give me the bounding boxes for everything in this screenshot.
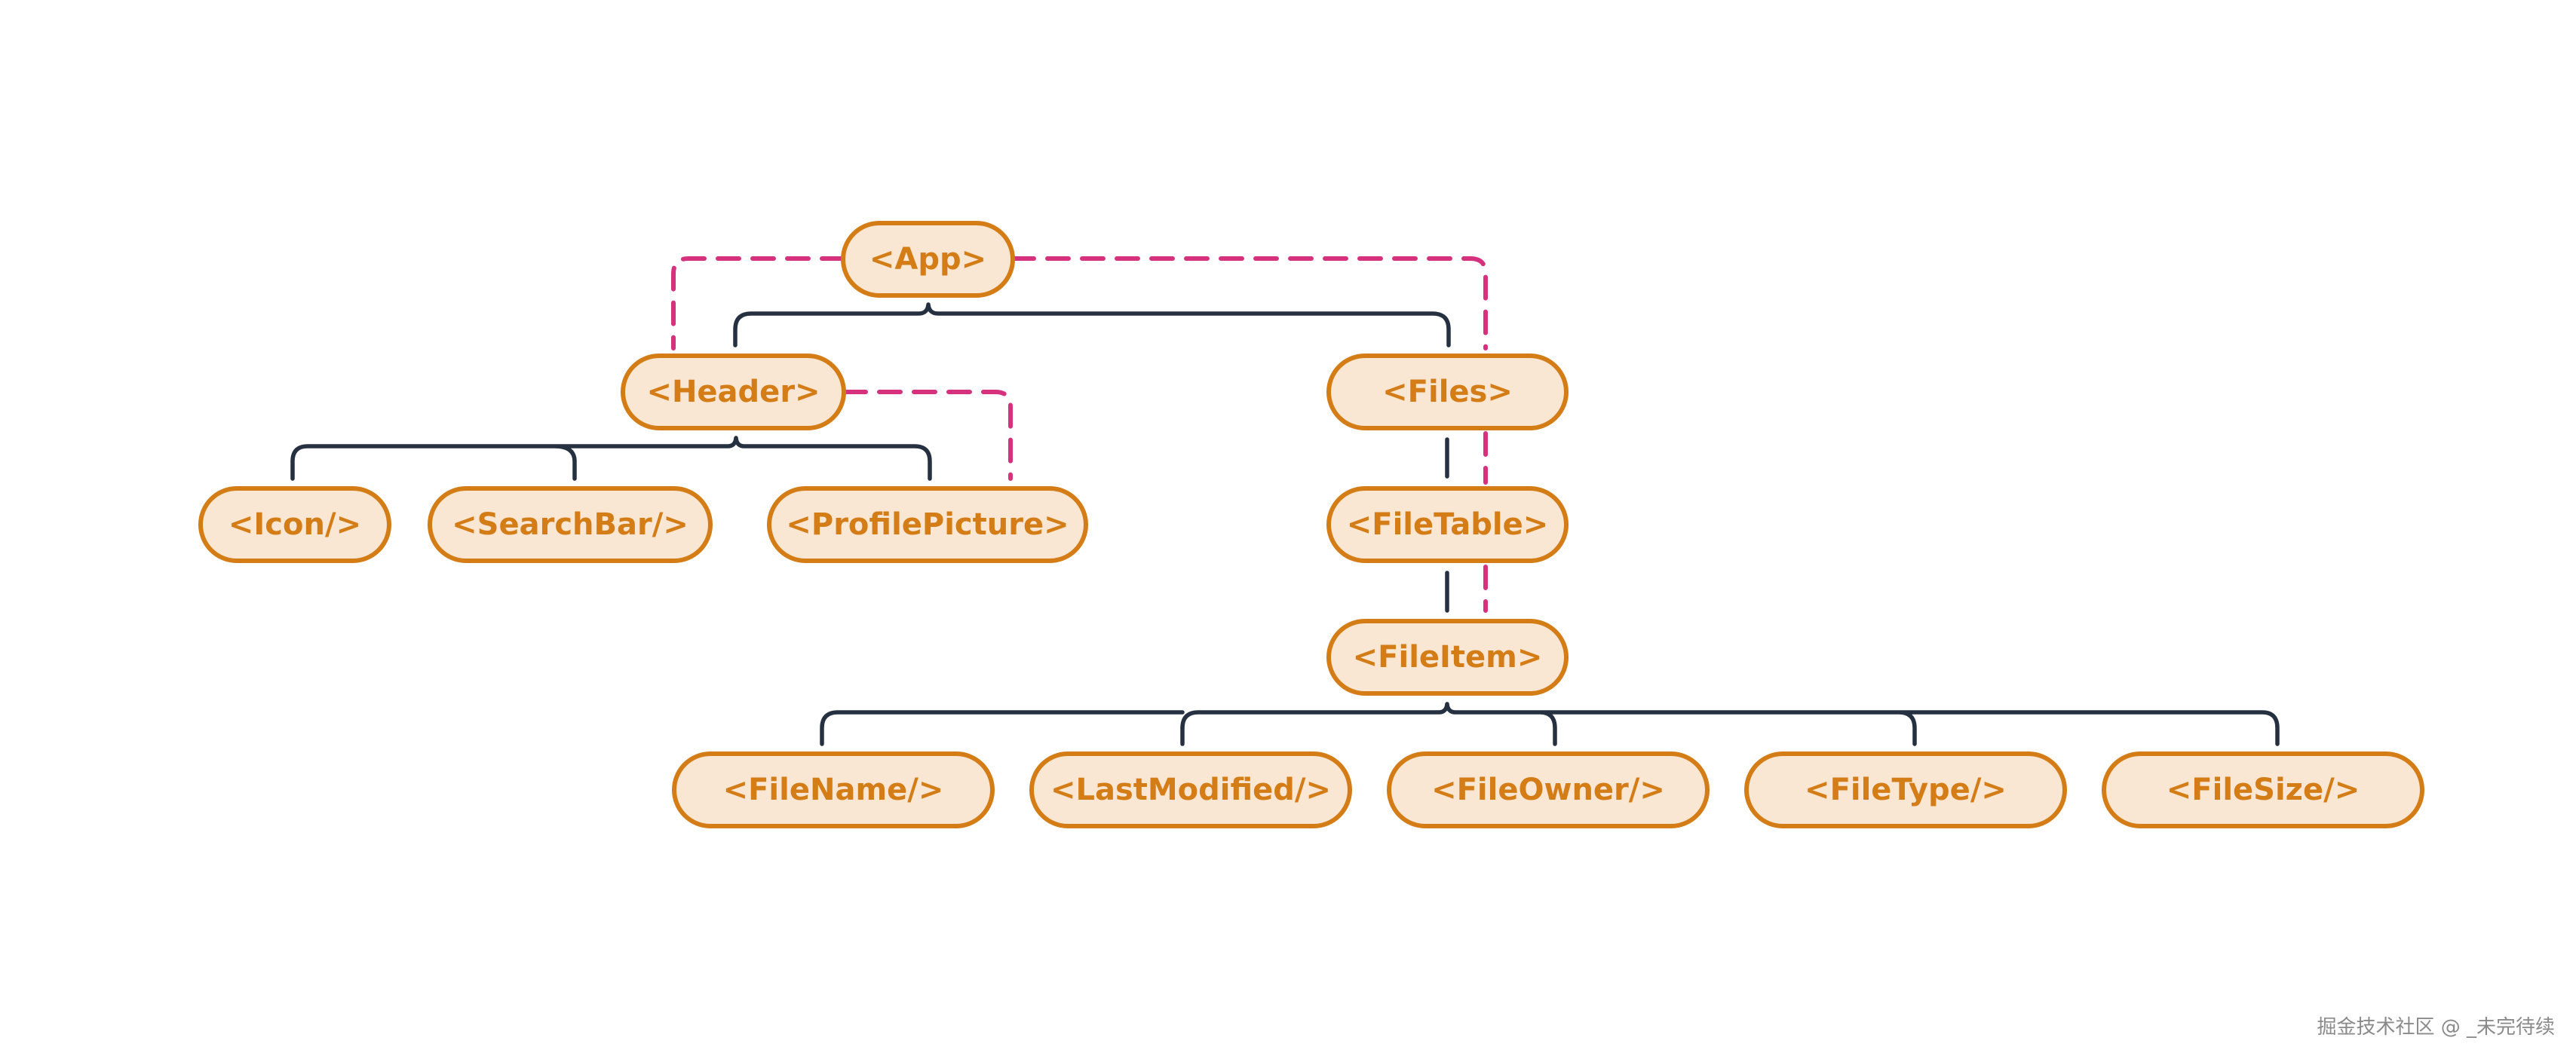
- node-filename-box: [672, 751, 995, 828]
- node-filetable-box: [1326, 486, 1569, 563]
- node-lastmodified-box: [1029, 751, 1352, 828]
- node-icon-box: [198, 486, 391, 563]
- connector-header-children: [290, 436, 932, 481]
- node-filename-label: <FileName/>: [723, 773, 944, 807]
- node-fileitem-label: <FileItem>: [1353, 640, 1543, 675]
- watermark-text: 掘金技术社区 @ _未完待续: [2317, 1016, 2555, 1039]
- node-fileitem-box: [1326, 619, 1569, 696]
- flow-header-to-profilepicture: [842, 390, 1013, 481]
- node-filesize[interactable]: <FileSize/>: [2102, 751, 2424, 828]
- node-filetype-box: [1744, 751, 2067, 828]
- node-filesize-box: [2102, 751, 2424, 828]
- connector-fileitem-children: [820, 702, 2280, 746]
- node-filetable[interactable]: <FileTable>: [1326, 486, 1569, 563]
- node-app[interactable]: <App>: [841, 221, 1015, 298]
- node-filetype[interactable]: <FileType/>: [1744, 751, 2067, 828]
- node-icon-label: <Icon/>: [228, 507, 361, 542]
- node-fileowner-box: [1387, 751, 1710, 828]
- node-header-label: <Header>: [646, 375, 820, 409]
- node-fileowner-label: <FileOwner/>: [1431, 773, 1665, 807]
- node-app-label: <App>: [869, 242, 986, 277]
- node-fileitem[interactable]: <FileItem>: [1326, 619, 1569, 696]
- node-filename[interactable]: <FileName/>: [672, 751, 995, 828]
- node-app-box: [841, 221, 1015, 298]
- connector-app-children: [733, 302, 1451, 347]
- node-lastmodified-label: <LastModified/>: [1050, 773, 1331, 807]
- tree-connectors: [290, 302, 2280, 746]
- node-filetype-label: <FileType/>: [1805, 773, 2007, 807]
- node-fileowner[interactable]: <FileOwner/>: [1387, 751, 1710, 828]
- flow-app-to-files: [1010, 256, 1488, 350]
- node-searchbar-label: <SearchBar/>: [452, 507, 688, 542]
- node-filetable-label: <FileTable>: [1347, 507, 1549, 542]
- node-searchbar-box: [428, 486, 713, 563]
- node-profilepicture-label: <ProfilePicture>: [786, 507, 1069, 542]
- node-profilepicture-box: [767, 486, 1088, 563]
- node-icon[interactable]: <Icon/>: [198, 486, 391, 563]
- node-searchbar[interactable]: <SearchBar/>: [428, 486, 713, 563]
- node-header[interactable]: <Header>: [621, 354, 846, 430]
- node-filesize-label: <FileSize/>: [2167, 773, 2360, 807]
- node-header-box: [621, 354, 846, 430]
- flow-app-to-header: [671, 256, 845, 350]
- node-files-box: [1326, 354, 1569, 430]
- data-flow-paths: [671, 256, 1488, 613]
- node-files-label: <Files>: [1382, 375, 1513, 409]
- node-lastmodified[interactable]: <LastModified/>: [1029, 751, 1352, 828]
- node-profilepicture[interactable]: <ProfilePicture>: [767, 486, 1088, 563]
- node-files[interactable]: <Files>: [1326, 354, 1569, 430]
